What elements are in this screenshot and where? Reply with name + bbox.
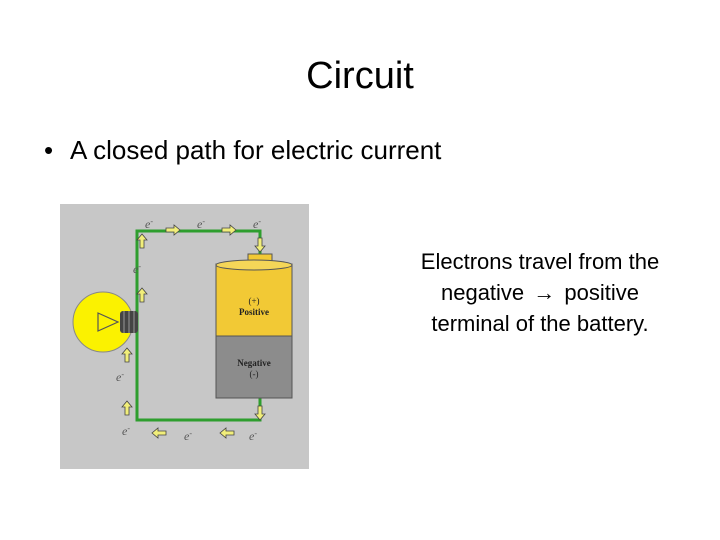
electron-label: e- [133, 262, 141, 276]
battery-negative-half [215, 335, 293, 399]
light-bulb-icon [72, 291, 138, 353]
slide-title: Circuit [306, 55, 414, 97]
battery-positive-sign: (+) [248, 296, 259, 306]
arrow-right-icon [221, 224, 237, 236]
caption-line-2: negative → positive [370, 277, 710, 308]
arrow-left-icon [151, 427, 167, 439]
arrow-up-icon [136, 287, 148, 303]
caption-positive: positive [564, 280, 640, 305]
arrow-down-icon [254, 405, 266, 421]
battery-top-cap [215, 259, 293, 271]
arrow-up-icon [136, 233, 148, 249]
battery-positive-label: Positive [239, 307, 269, 317]
battery-negative-label: Negative [237, 358, 271, 368]
arrow-up-icon [121, 347, 133, 363]
caption: Electrons travel from the negative → pos… [370, 246, 710, 339]
electron-label: e- [253, 217, 261, 231]
caption-line-3: terminal of the battery. [431, 311, 649, 336]
electron-label: e- [249, 429, 257, 443]
arrow-left-icon [219, 427, 235, 439]
battery-positive-half [215, 263, 293, 337]
electron-label: e- [184, 429, 192, 443]
bullet-text: A closed path for electric current [70, 135, 442, 165]
caption-negative: negative [440, 280, 525, 305]
arrow-right-icon: → [533, 280, 556, 305]
bullet-item: • A closed path for electric current [44, 132, 441, 168]
bullet-marker: • [44, 135, 54, 165]
electron-label: e- [145, 217, 153, 231]
caption-line-1: Electrons travel from the [420, 249, 660, 274]
arrow-up-icon [121, 400, 133, 416]
electron-label: e- [122, 424, 130, 438]
electron-label: e- [116, 370, 124, 384]
electron-label: e- [197, 217, 205, 231]
battery-negative-sign: (-) [250, 369, 259, 379]
circuit-diagram: (+) Positive Negative (-) e- e- e- e- e-… [60, 204, 309, 469]
arrow-right-icon [165, 224, 181, 236]
arrow-down-icon [254, 237, 266, 253]
